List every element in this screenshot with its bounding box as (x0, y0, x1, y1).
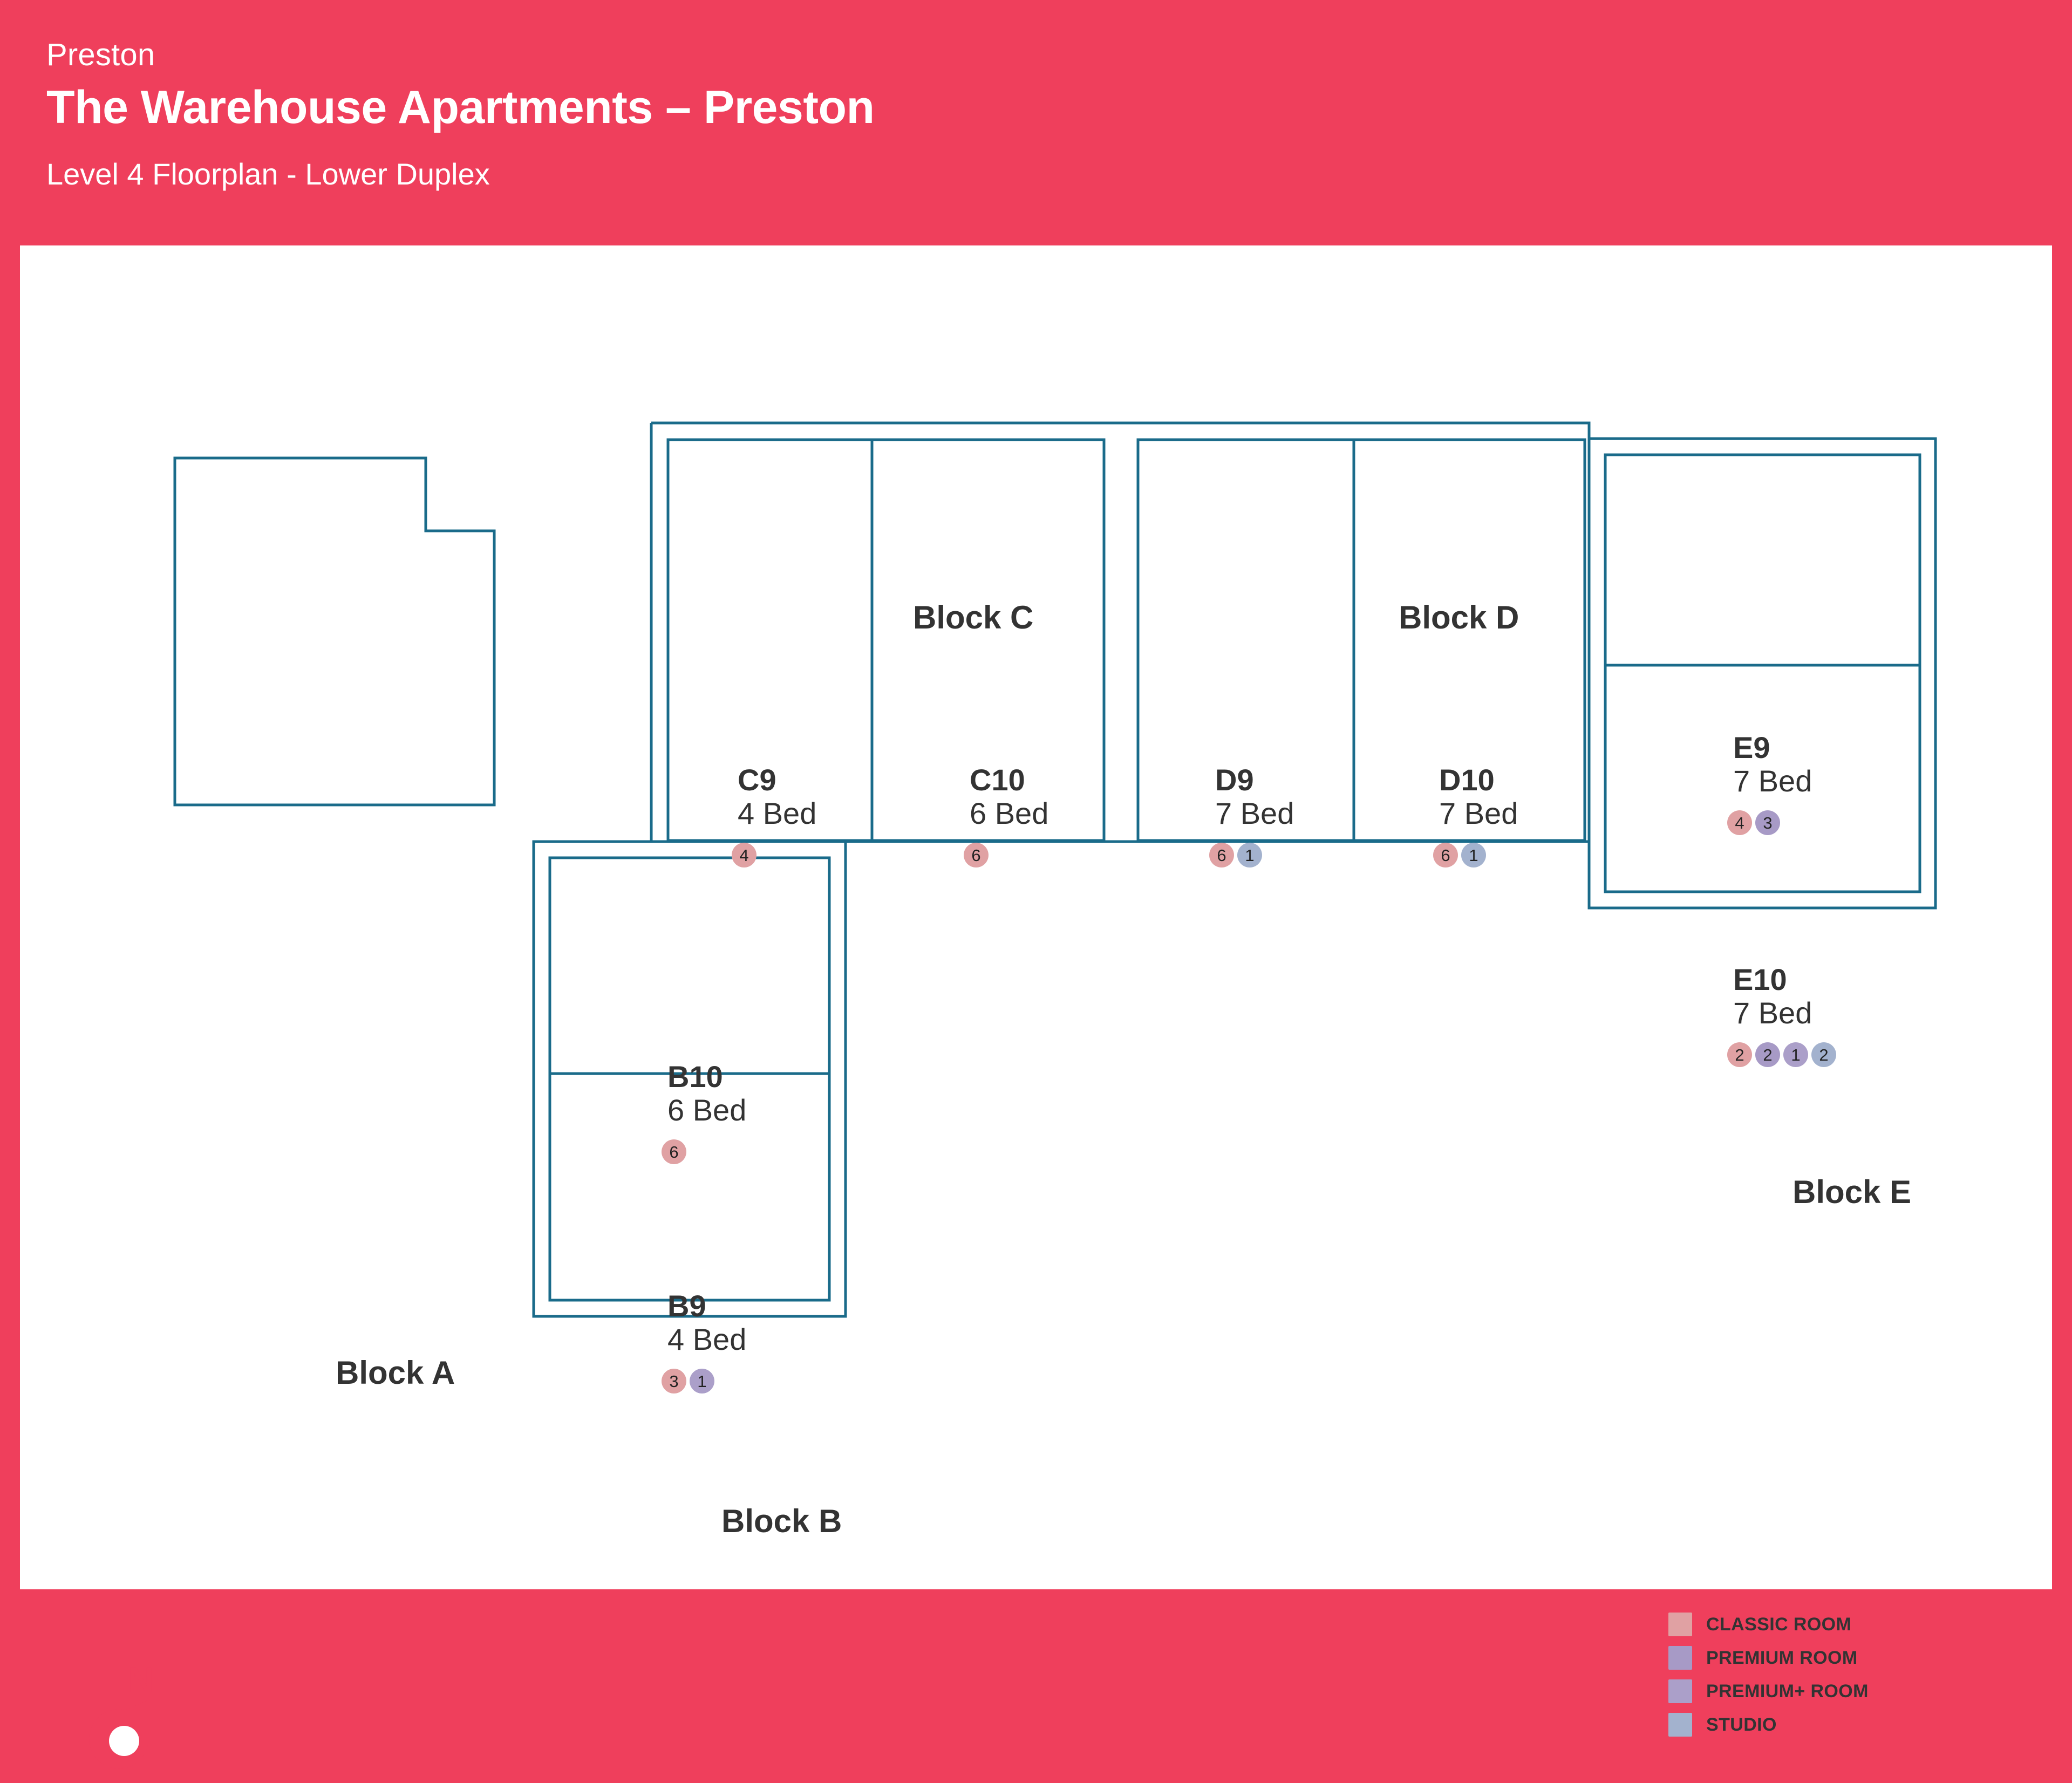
room-badge-count: 1 (1245, 846, 1254, 865)
unit-name-label: D9 (1215, 763, 1254, 797)
unit-box-c10[interactable] (870, 438, 1106, 842)
unit-name-label: E10 (1733, 962, 1787, 996)
room-badge-classic (964, 843, 989, 867)
unit-beds-label: 4 Bed (667, 1322, 746, 1356)
unit-name-label: D10 (1439, 763, 1495, 797)
unit-box-e9[interactable] (1604, 453, 1921, 667)
unit-beds-label: 7 Bed (1733, 764, 1812, 798)
legend-swatch-premium-icon (1668, 1646, 1692, 1670)
label-block-b: Block B (721, 1503, 842, 1539)
plan-block-labels: Block C Block D Block A Block E Block B (336, 599, 1911, 1539)
unit-box-d10[interactable] (1352, 438, 1586, 842)
unit-name-label: B9 (667, 1289, 706, 1323)
unit-beds-label: 6 Bed (970, 796, 1048, 830)
room-badge-classic (1209, 843, 1234, 867)
page-header: Preston The Warehouse Apartments – Prest… (0, 0, 2072, 245)
room-badge-classic (1433, 843, 1458, 867)
unit-beds-label: 7 Bed (1439, 796, 1518, 830)
unit-name-label: C9 (738, 763, 776, 797)
unit-beds-label: 6 Bed (667, 1093, 746, 1127)
unit-name-label: E9 (1733, 730, 1770, 764)
unit-box-e10[interactable] (1604, 664, 1921, 893)
room-badge-count: 6 (669, 1143, 678, 1162)
room-badge-studio (1237, 843, 1262, 867)
room-badge-count: 2 (1763, 1046, 1772, 1064)
unit-name-label: B10 (667, 1060, 723, 1094)
legend-item-studio: STUDIO (1668, 1708, 1938, 1741)
compass-needle-icon (89, 1700, 148, 1769)
room-badge-count: 4 (739, 846, 748, 865)
legend-item-premium: PREMIUM ROOM (1668, 1641, 1938, 1675)
compass-pin-hole (109, 1726, 139, 1756)
unit-e9[interactable]: E97 Bed 4 3 (1727, 730, 1812, 835)
room-badge-premium_plus (1783, 1042, 1808, 1067)
room-badge-count: 6 (1217, 846, 1226, 865)
label-block-a: Block A (336, 1355, 455, 1391)
legend-label-studio: STUDIO (1706, 1714, 1777, 1735)
legend-swatch-premium-plus-icon (1668, 1679, 1692, 1703)
unit-box-b9[interactable] (548, 1072, 831, 1302)
room-badge-count: 6 (1441, 846, 1450, 865)
legend-label-premium: PREMIUM ROOM (1706, 1647, 1858, 1668)
compass: N (74, 1659, 193, 1783)
room-badge-count: 3 (669, 1372, 678, 1391)
legend-label-classic: CLASSIC ROOM (1706, 1614, 1852, 1635)
room-badge-classic (662, 1369, 686, 1393)
room-badge-count: 1 (1791, 1046, 1800, 1064)
room-badge-premium (1755, 810, 1780, 835)
room-badge-premium (1755, 1042, 1780, 1067)
block-e-outer-wall (1587, 437, 1937, 910)
room-badge-classic (662, 1139, 686, 1164)
header-eyebrow: Preston (46, 37, 155, 72)
unit-box-b10[interactable] (548, 856, 831, 1075)
room-badge-count: 2 (1819, 1046, 1828, 1064)
header-subtitle: Level 4 Floorplan - Lower Duplex (46, 157, 490, 191)
unit-beds-label: 7 Bed (1215, 796, 1294, 830)
room-badge-studio (1461, 843, 1486, 867)
room-badge-classic (1727, 1042, 1752, 1067)
unit-c9[interactable]: C94 Bed 4 (732, 763, 816, 867)
block-b-outer-wall (532, 840, 847, 1318)
legend-label-premium-plus: PREMIUM+ ROOM (1706, 1680, 1869, 1702)
unit-beds-label: 7 Bed (1733, 996, 1812, 1030)
page-title: The Warehouse Apartments – Preston (46, 81, 875, 133)
block-a-outline (173, 456, 496, 807)
room-badge-count: 2 (1735, 1046, 1744, 1064)
legend-item-classic: CLASSIC ROOM (1668, 1608, 1938, 1641)
unit-beds-label: 4 Bed (738, 796, 816, 830)
room-badge-count: 6 (971, 846, 980, 865)
label-block-e: Block E (1792, 1174, 1911, 1210)
legend: CLASSIC ROOM PREMIUM ROOM PREMIUM+ ROOM … (1668, 1608, 1938, 1741)
legend-swatch-studio-icon (1668, 1713, 1692, 1737)
room-badge-premium_plus (690, 1369, 714, 1393)
room-badge-count: 1 (1469, 846, 1478, 865)
room-badge-count: 3 (1763, 814, 1772, 832)
room-badge-classic (1727, 810, 1752, 835)
room-badge-studio (1811, 1042, 1836, 1067)
room-badge-count: 4 (1735, 814, 1744, 832)
label-block-c: Block C (913, 599, 1033, 636)
room-badge-count: 1 (697, 1372, 706, 1391)
legend-swatch-classic-icon (1668, 1613, 1692, 1636)
label-block-d: Block D (1399, 599, 1519, 636)
legend-item-premium-plus: PREMIUM+ ROOM (1668, 1675, 1938, 1708)
plan-walls (173, 421, 1937, 1318)
unit-name-label: C10 (970, 763, 1025, 797)
room-badge-classic (732, 843, 756, 867)
